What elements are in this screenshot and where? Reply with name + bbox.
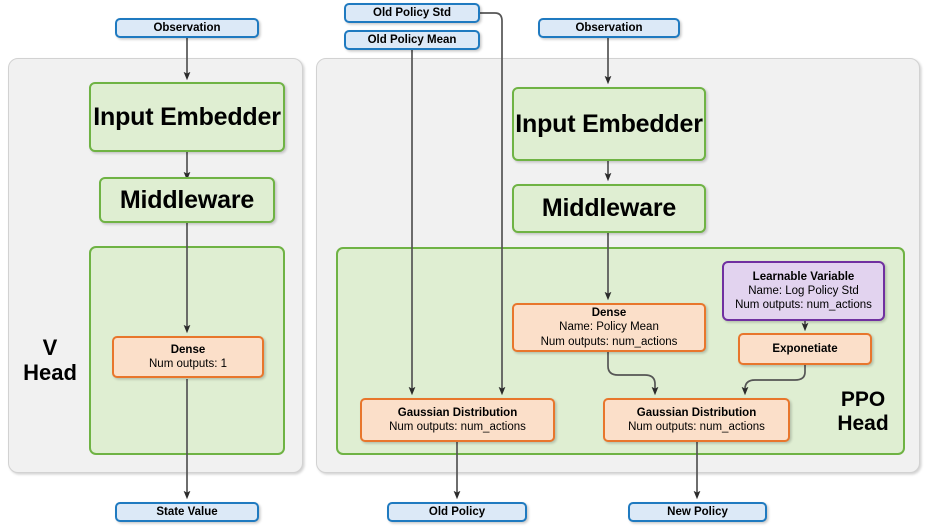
ppo-head-label: PPO Head [822,388,904,436]
v-dense[interactable]: Dense Num outputs: 1 [112,336,264,378]
ppo-head-label-line1: PPO [840,388,886,411]
ppo-gaussian-new[interactable]: Gaussian Distribution Num outputs: num_a… [603,398,790,442]
input-observation-v[interactable]: Observation [115,18,259,38]
v-head-label-line2: Head [23,360,77,386]
gaussian-old-num-outputs: Num outputs: num_actions [389,421,526,433]
v-middleware[interactable]: Middleware [99,177,275,223]
learnable-variable-num-outputs: Num outputs: num_actions [735,299,872,311]
v-input-embedder[interactable]: Input Embedder [89,82,285,152]
ppo-dense-policy-mean[interactable]: Dense Name: Policy Mean Num outputs: num… [512,303,706,352]
input-old-policy-mean[interactable]: Old Policy Mean [344,30,480,50]
ppo-input-embedder[interactable]: Input Embedder [512,87,706,161]
v-head-label: V Head [16,335,84,386]
v-dense-title: Dense [170,343,206,356]
exponetiate-title: Exponetiate [772,342,838,355]
learnable-variable-title: Learnable Variable [752,270,855,283]
ppo-learnable-variable[interactable]: Learnable Variable Name: Log Policy Std … [722,261,885,321]
ppo-dense-name: Name: Policy Mean [559,321,659,334]
v-dense-num-outputs: Num outputs: 1 [149,358,227,370]
output-new-policy[interactable]: New Policy [628,502,767,522]
v-head-label-line1: V [42,335,58,360]
input-observation-ppo[interactable]: Observation [538,18,680,38]
ppo-middleware[interactable]: Middleware [512,184,706,233]
learnable-variable-name: Name: Log Policy Std [748,284,859,297]
output-state-value[interactable]: State Value [115,502,259,522]
gaussian-old-title: Gaussian Distribution [397,406,518,419]
gaussian-new-title: Gaussian Distribution [636,406,757,419]
ppo-gaussian-old[interactable]: Gaussian Distribution Num outputs: num_a… [360,398,555,442]
output-old-policy[interactable]: Old Policy [387,502,527,522]
input-old-policy-std[interactable]: Old Policy Std [344,3,480,23]
gaussian-new-num-outputs: Num outputs: num_actions [628,421,765,433]
ppo-head-label-line2: Head [837,412,889,436]
ppo-exponetiate[interactable]: Exponetiate [738,333,872,365]
ppo-dense-title: Dense [591,307,627,320]
ppo-dense-num-outputs: Num outputs: num_actions [540,335,678,348]
